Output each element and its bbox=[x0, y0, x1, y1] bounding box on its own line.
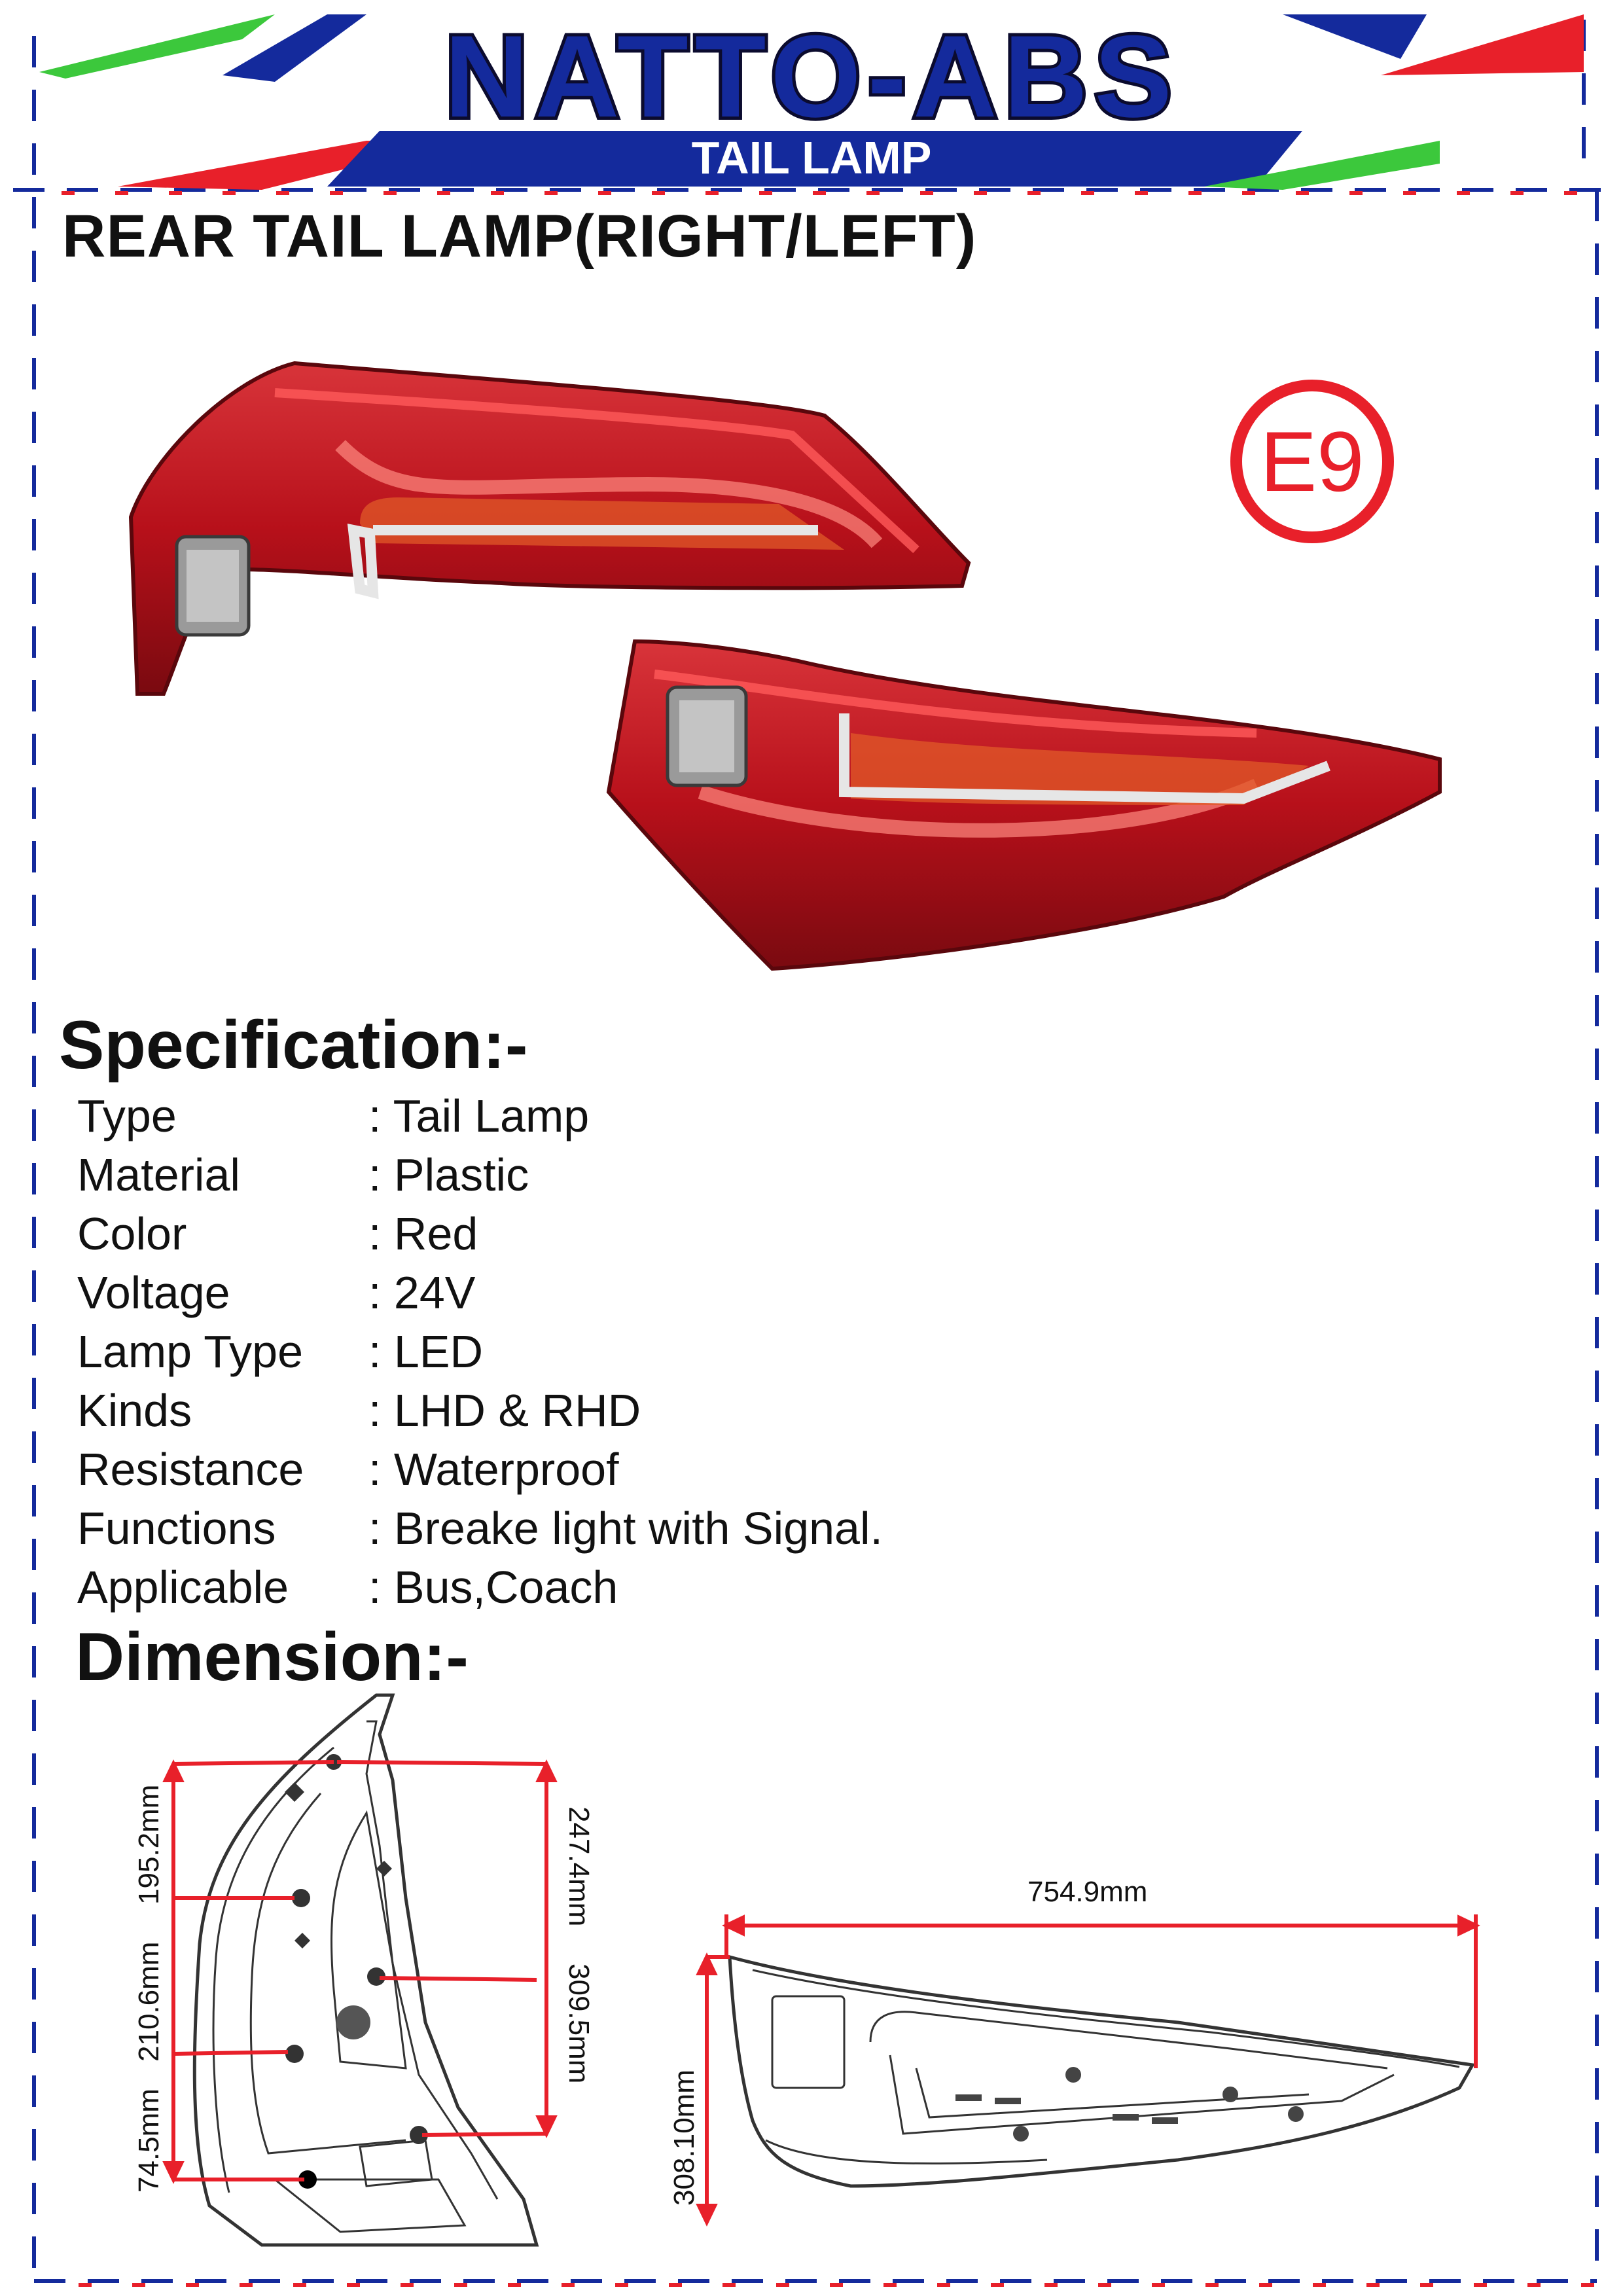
front-view-drawing: 754.9mm 308.10mm bbox=[668, 1876, 1480, 2227]
side-view-dimension-lines bbox=[162, 1759, 558, 2184]
dim-label-247-4: 247.4mm bbox=[563, 1806, 595, 1926]
dim-label-210-6: 210.6mm bbox=[133, 1942, 165, 2062]
spec-value: : Plastic bbox=[368, 1149, 529, 1200]
side-view-outline bbox=[192, 1693, 539, 2247]
spec-label: Kinds bbox=[77, 1385, 192, 1436]
dim-label-width: 754.9mm bbox=[1027, 1876, 1147, 1908]
spec-label: Material bbox=[77, 1149, 240, 1200]
side-view-drawing: 195.2mm 210.6mm 74.5mm 247.4mm 309.5mm bbox=[133, 1693, 595, 2247]
spec-label: Type bbox=[77, 1090, 177, 1141]
header-blue-band bbox=[327, 131, 1302, 187]
front-view-dimension-labels: 754.9mm 308.10mm bbox=[668, 1876, 1147, 2206]
product-title: REAR TAIL LAMP(RIGHT/LEFT) bbox=[62, 203, 977, 270]
tail-lamp-left-image bbox=[128, 361, 971, 696]
side-view-dimension-labels: 195.2mm 210.6mm 74.5mm 247.4mm 309.5mm bbox=[133, 1785, 595, 2193]
spec-label: Lamp Type bbox=[77, 1326, 304, 1377]
side-view-mount-points bbox=[285, 1754, 428, 2189]
swoosh-blue-right bbox=[1283, 14, 1427, 59]
front-view-dimension-lines bbox=[696, 1914, 1480, 2227]
spec-label: Applicable bbox=[77, 1562, 289, 1613]
swoosh-green-left bbox=[39, 14, 275, 79]
spec-value: : Waterproof bbox=[368, 1444, 619, 1495]
category-label: TAIL LAMP bbox=[691, 132, 932, 183]
brand-logo: NATTO-ABS bbox=[441, 11, 1179, 141]
spec-label: Color bbox=[77, 1208, 187, 1259]
spec-value: : LED bbox=[368, 1326, 484, 1377]
spec-label: Voltage bbox=[77, 1267, 230, 1318]
specification-heading: Specification:- bbox=[59, 1007, 528, 1083]
tail-lamp-right-image bbox=[606, 639, 1442, 971]
dim-label-74-5: 74.5mm bbox=[133, 2089, 165, 2193]
dim-label-195-2: 195.2mm bbox=[133, 1785, 165, 1905]
spec-label: Resistance bbox=[77, 1444, 304, 1495]
spec-value: : Tail Lamp bbox=[368, 1090, 590, 1141]
spec-value: : Bus,Coach bbox=[368, 1562, 618, 1613]
dimension-heading: Dimension:- bbox=[75, 1619, 469, 1695]
dashed-border bbox=[13, 20, 1607, 2287]
swoosh-red-right bbox=[1381, 14, 1584, 75]
spec-value: : Breake light with Signal. bbox=[368, 1503, 883, 1554]
spec-value: : Red bbox=[368, 1208, 478, 1259]
swoosh-green-band bbox=[1204, 141, 1440, 190]
spec-label: Functions bbox=[77, 1503, 276, 1554]
dim-label-height: 308.10mm bbox=[668, 2070, 700, 2206]
spec-value: : 24V bbox=[368, 1267, 476, 1318]
spec-value: : LHD & RHD bbox=[368, 1385, 641, 1436]
e9-certification-badge: E9 bbox=[1230, 380, 1394, 543]
dim-label-309-5: 309.5mm bbox=[563, 1964, 595, 2083]
swoosh-blue-left bbox=[223, 14, 366, 82]
front-view-details bbox=[955, 2067, 1304, 2142]
front-view-outline bbox=[728, 1954, 1475, 2188]
